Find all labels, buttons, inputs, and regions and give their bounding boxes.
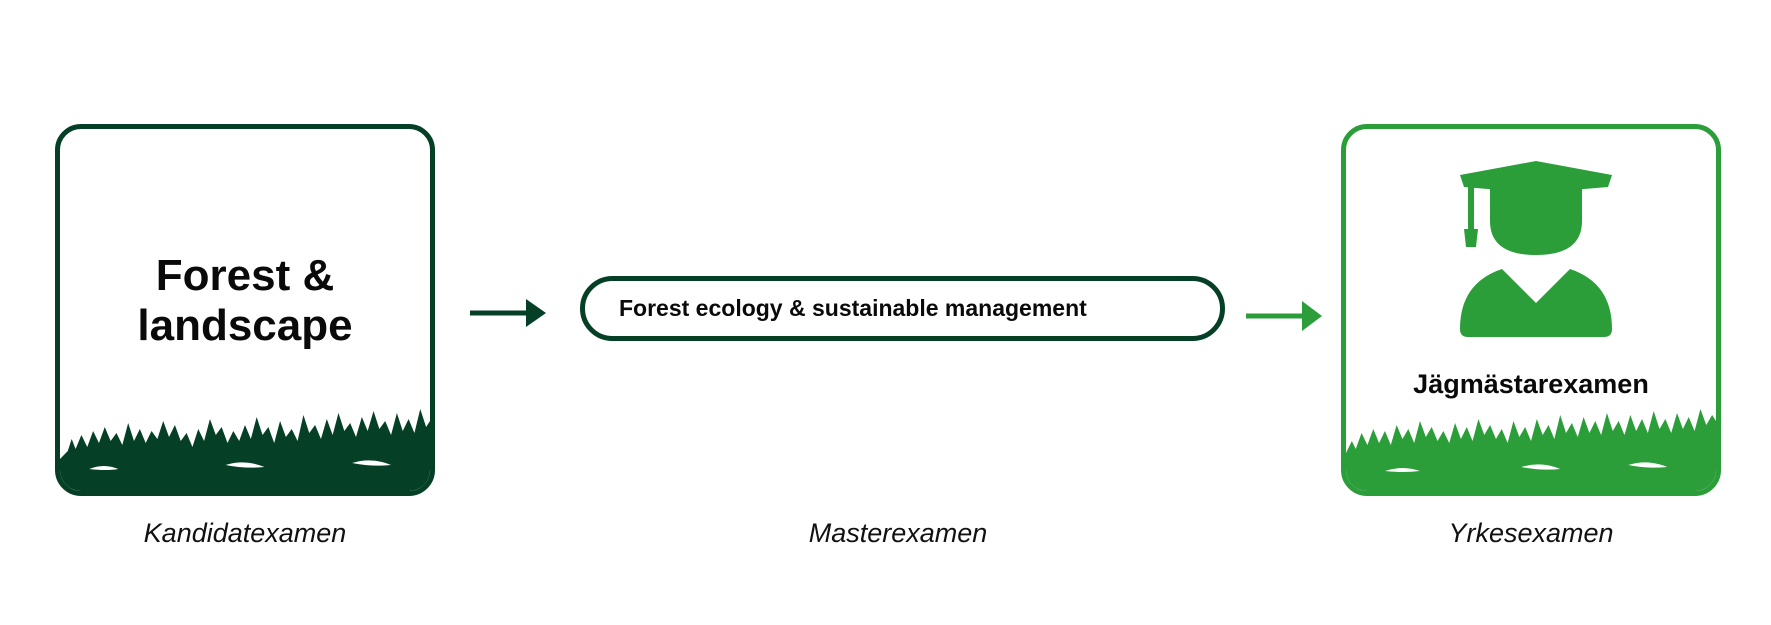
master-program-label: Forest ecology & sustainable management xyxy=(619,295,1087,321)
kandidat-box: Forest & landscape xyxy=(55,124,435,496)
kandidat-program-title: Forest & landscape xyxy=(137,251,353,350)
arrow-right-icon xyxy=(1246,301,1322,331)
forest-silhouette-icon xyxy=(60,409,430,491)
graduate-icon xyxy=(1460,161,1612,337)
kandidat-caption: Kandidatexamen xyxy=(143,518,347,548)
yrkes-box: Jägmästarexamen xyxy=(1341,124,1721,496)
master-program-pill: Forest ecology & sustainable management xyxy=(580,276,1225,341)
yrkes-caption: Yrkesexamen xyxy=(1448,518,1614,548)
yrkes-program-title: Jägmästarexamen xyxy=(1413,369,1649,399)
arrow-right-icon xyxy=(470,299,546,327)
forest-silhouette-icon xyxy=(1346,409,1716,491)
master-caption: Masterexamen xyxy=(808,518,988,548)
